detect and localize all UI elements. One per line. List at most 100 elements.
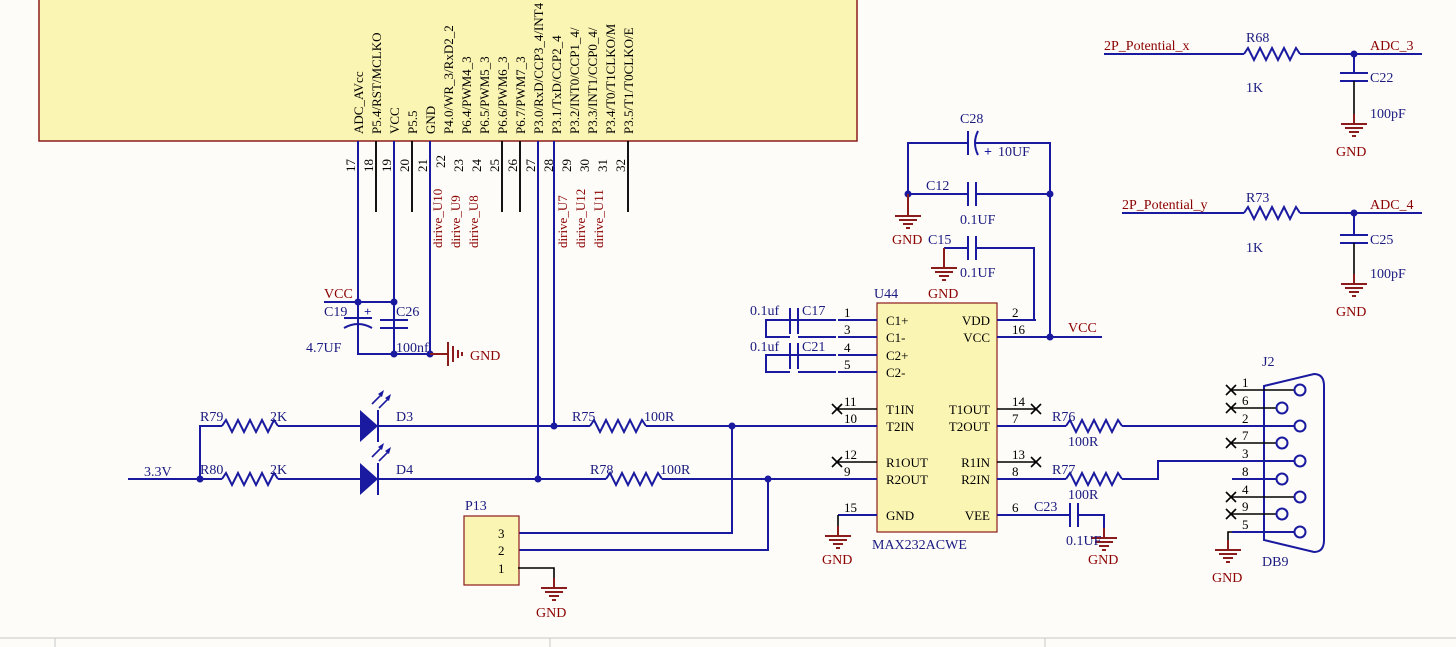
u44-left-pins: 1C1+3C1-4C2+5C2-11T1IN10T2IN12R1OUT9R2OU… [831, 305, 928, 523]
mcu-pin-26-number: 26 [505, 159, 520, 173]
r68-ref: R68 [1246, 31, 1269, 46]
j2-pin-6-number: 6 [1242, 393, 1249, 408]
d3-ref: D3 [396, 410, 413, 425]
c26-ref: C26 [396, 305, 419, 320]
u44-pin-4-number: 4 [844, 340, 851, 355]
mcu-pin-30-name: P3.3/INT1/CCP0_4/ [585, 27, 600, 134]
u44-pin-16-name: VCC [963, 330, 990, 345]
j2-pin-8-number: 8 [1242, 464, 1249, 479]
mcu-pin-17-number: 17 [343, 159, 358, 173]
u44-ref: U44 [874, 287, 898, 302]
c17-ref: C17 [802, 304, 825, 319]
led-driver-section: 3.3V R79 2K R80 2K D3 D4 [128, 141, 838, 551]
u44-part: MAX232ACWE [872, 538, 967, 553]
u44-pin-7-number: 7 [1012, 411, 1019, 426]
d4-ref: D4 [396, 463, 413, 478]
d4-led-icon [360, 463, 378, 495]
mcu-pin-leads [375, 141, 629, 212]
r76-value: 100R [1068, 435, 1099, 450]
j2-pin-7-number: 7 [1242, 428, 1249, 443]
pot-y-label: 2P_Potential_y [1122, 198, 1208, 213]
mcu-pin-22-name: P4.0/WR_3/RxD2_2 [441, 25, 456, 134]
c25-ref: C25 [1370, 233, 1393, 248]
j2-pin-7-contact [1275, 436, 1289, 450]
mcu-pin-25-name: P6.6/PWM6_3 [495, 56, 510, 134]
mcu-pin-22-number: 22 [433, 155, 448, 168]
r73-ref: R73 [1246, 191, 1269, 206]
mcu-pin-28-number: 28 [541, 159, 556, 172]
j2-pin-2-contact [1293, 419, 1307, 433]
mcu-pin-25-number: 25 [487, 159, 502, 172]
u44-pin-1-number: 1 [844, 305, 851, 320]
c23-value: 0.1UF [1066, 534, 1102, 549]
mcu-pin-29-number: 29 [559, 159, 574, 172]
j2-pin-8-contact [1275, 472, 1289, 486]
gnd-label-j2: GND [1212, 571, 1242, 586]
gnd-label-c22: GND [1336, 145, 1366, 160]
j2-pin-5-contact [1293, 525, 1307, 539]
c23-ref: C23 [1034, 500, 1057, 515]
p13-header: P13 3 2 1 GND [463, 499, 568, 621]
u44-pin-2-number: 2 [1012, 305, 1019, 320]
mcu-pin-23-name: P6.4/PWM4_3 [459, 56, 474, 134]
j2-pin-9-number: 9 [1242, 499, 1249, 514]
j2-pin-4-contact [1293, 490, 1307, 504]
j2-pin-2-number: 2 [1242, 411, 1249, 426]
j2-ref: J2 [1262, 355, 1274, 370]
u44-pin-12-number: 12 [844, 447, 857, 462]
j2-pin-4-number: 4 [1242, 482, 1249, 497]
mcu-pin-30-number: 30 [577, 159, 592, 172]
r79-ref: R79 [200, 410, 223, 425]
mcu-pin-31-name: P3.4/T0/T1CLKO/M [603, 23, 618, 134]
r80-value: 2K [270, 463, 287, 478]
p13-pin-2: 2 [498, 543, 505, 558]
c15-ref: C15 [928, 233, 951, 248]
j2-pin-3-number: 3 [1242, 446, 1249, 461]
adc4-label: ADC_4 [1370, 198, 1414, 213]
p13-pin-3: 3 [498, 526, 505, 541]
u44-pin-14-name: T1OUT [949, 402, 990, 417]
gnd-label-c15: GND [928, 287, 958, 302]
mcu-pin-32-name: P3.5/T1/T0CLKO/E [621, 27, 636, 134]
drive-labels: dirive_U10 dirive_U9 dirive_U8 dirive_U7… [430, 189, 606, 248]
r75-ref: R75 [572, 410, 595, 425]
p13-pin-1: 1 [498, 561, 505, 576]
mcu-pin-29-name: P3.2/INT0/CCP1_4/ [567, 27, 582, 134]
u44-pin-5-number: 5 [844, 357, 851, 372]
j2-pin-5-number: 5 [1242, 517, 1249, 532]
gnd-label-c12: GND [892, 233, 922, 248]
mcu-pin-20-name: P5.5 [405, 111, 420, 134]
vcc-label-u44: VCC [1068, 321, 1097, 336]
u44-max232: U44 1C1+3C1-4C2+5C2-11T1IN10T2IN12R1OUT9… [822, 287, 1232, 568]
u44-pin-13-number: 13 [1012, 447, 1025, 462]
mcu-pin-27-number: 27 [523, 159, 538, 173]
mcu-body [38, 0, 858, 142]
u44-pin-15-name: GND [886, 508, 914, 523]
u44-pin-5-name: C2- [886, 365, 906, 380]
mcu-pin-26-name: P6.7/PWM7_3 [513, 56, 528, 134]
adc3-filter: 2P_Potential_x R68 1K ADC_3 C22 100pF GN… [1104, 31, 1422, 160]
r79-value: 2K [270, 410, 287, 425]
mcu-pin-24-name: P6.5/PWM5_3 [477, 56, 492, 134]
c19-ref: C19 [324, 305, 347, 320]
u44-pin-3-name: C1- [886, 330, 906, 345]
drive-label-u12: dirive_U12 [573, 189, 588, 248]
u44-pin-10-name: T2IN [886, 419, 915, 434]
c12-ref: C12 [926, 179, 949, 194]
j2-pin-6-contact [1275, 401, 1289, 415]
mcu-pin-18-number: 18 [361, 159, 376, 172]
r78-ref: R78 [590, 463, 613, 478]
j2-pin-1-number: 1 [1242, 375, 1249, 390]
u44-pin-1-name: C1+ [886, 313, 909, 328]
u44-pin-13-name: R1IN [961, 455, 991, 470]
drive-label-u8: dirive_U8 [466, 195, 481, 248]
c12-value: 0.1UF [960, 213, 996, 228]
c21-ref: C21 [802, 340, 825, 355]
c26-value: 100nf [396, 341, 429, 356]
c21-value: 0.1uf [750, 340, 780, 355]
c17-value: 0.1uf [750, 304, 780, 319]
c28-value: 10UF [998, 145, 1030, 160]
p13-ref: P13 [465, 499, 487, 514]
d3-led-icon [360, 410, 378, 442]
